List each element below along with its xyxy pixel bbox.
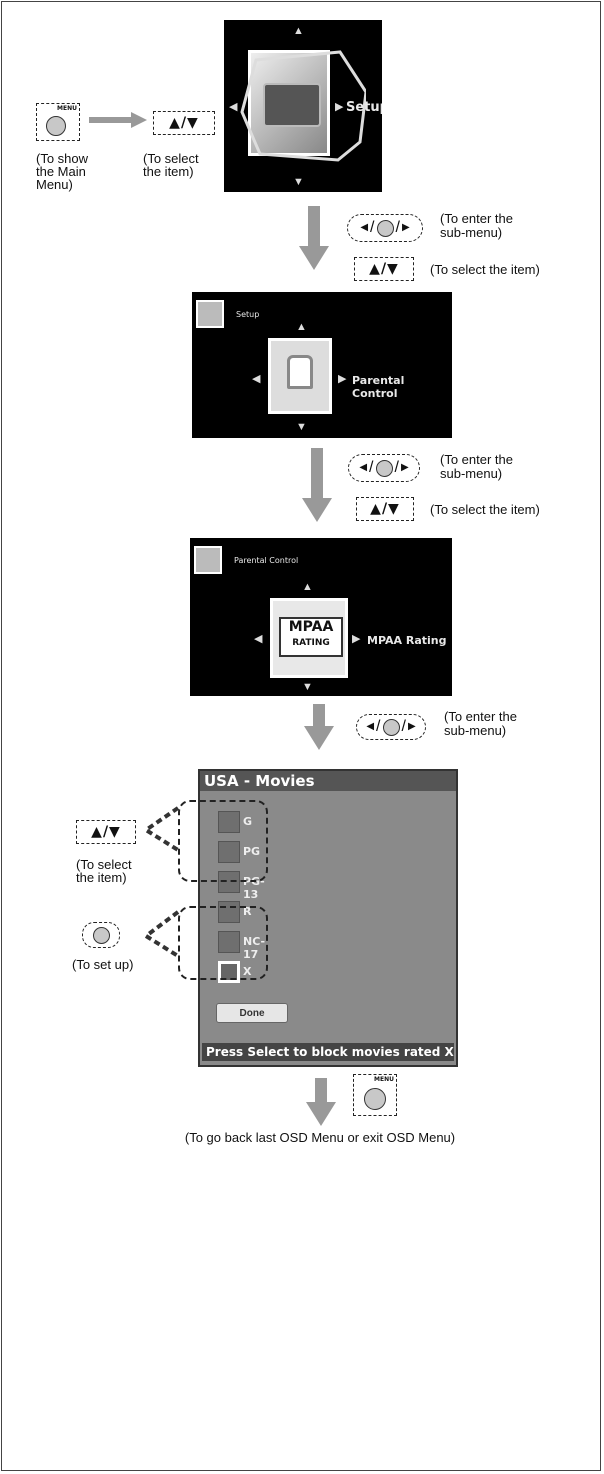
ratings-highlight-box — [178, 800, 268, 882]
osd-parental-control-label: Parental Control — [352, 374, 452, 400]
right-arrow-icon: ▶ — [338, 374, 346, 385]
mpaa-cube-icon: MPAA RATING — [270, 598, 348, 678]
caption-select-item: (To select the item) — [430, 503, 590, 517]
osd-main-menu-screenshot: ▲ ▼ ◀ ▶ Setup — [224, 20, 382, 192]
left-arrow-icon: ◀ — [366, 722, 374, 732]
lock-cube-icon — [268, 338, 332, 414]
down-arrow-icon: ▼ — [293, 177, 304, 188]
menu-button[interactable]: MENU — [36, 103, 80, 141]
enter-icon — [383, 719, 400, 736]
up-down-button[interactable]: ▲/▼ — [153, 111, 215, 135]
setup-small-icon — [196, 300, 224, 328]
right-arrow-icon — [89, 112, 149, 128]
osd-small-parental-label: Parental Control — [234, 556, 298, 565]
right-arrow-icon: ▶ — [352, 634, 360, 645]
enter-button[interactable] — [82, 922, 120, 948]
mpaa-text: MPAA — [281, 619, 341, 635]
panel-title: USA - Movies — [204, 772, 315, 790]
down-arrow-icon — [299, 206, 329, 272]
left-arrow-icon: ◀ — [360, 223, 368, 233]
down-arrow-icon: ▼ — [302, 682, 313, 693]
enter-icon — [377, 220, 394, 237]
up-arrow-icon: ▲ — [296, 322, 307, 333]
down-arrow-icon — [302, 448, 332, 524]
enter-button[interactable]: ◀ / / ▶ — [348, 454, 420, 482]
caption-enter-submenu: (To enter the sub-menu) — [440, 453, 580, 481]
right-arrow-icon: ▶ — [401, 463, 409, 473]
callout-lines — [130, 800, 190, 970]
slash-icon: / — [396, 220, 400, 236]
caption-select-item: (To select the item) — [76, 858, 166, 884]
down-arrow-icon — [304, 704, 334, 752]
rating-text: RATING — [281, 635, 341, 651]
right-arrow-icon: ▶ — [408, 722, 416, 732]
caption-select-item: (To select the item) — [430, 263, 590, 277]
slash-icon: / — [376, 719, 380, 735]
caption-show-main-menu: (To show the Main Menu) — [36, 152, 126, 191]
osd-setup-submenu-screenshot: Setup ▲ ▼ ◀ ▶ Parental Control — [192, 292, 452, 438]
menu-button[interactable]: MENU — [353, 1074, 397, 1116]
done-button[interactable]: Done — [216, 1003, 288, 1023]
enter-button[interactable]: ◀ / / ▶ — [356, 714, 426, 740]
right-arrow-icon: ▶ — [402, 223, 410, 233]
left-arrow-icon: ◀ — [252, 374, 260, 385]
slash-icon: / — [395, 460, 399, 476]
up-arrow-icon: ▲ — [293, 26, 304, 37]
down-arrow-icon — [306, 1078, 336, 1128]
slash-icon: / — [369, 460, 373, 476]
up-down-button[interactable]: ▲/▼ — [354, 257, 414, 281]
caption-enter-submenu: (To enter the sub-menu) — [440, 212, 580, 240]
enter-icon — [376, 460, 393, 477]
slash-icon: / — [402, 719, 406, 735]
up-down-button[interactable]: ▲/▼ — [76, 820, 136, 844]
caption-enter-submenu: (To enter the sub-menu) — [444, 710, 584, 738]
enter-icon — [93, 927, 110, 944]
left-arrow-icon: ◀ — [359, 463, 367, 473]
caption-select-item: (To select the item) — [143, 152, 233, 178]
x-rating-highlight-box — [178, 906, 268, 980]
enter-button[interactable]: ◀ / / ▶ — [347, 214, 423, 242]
slash-icon: / — [370, 220, 374, 236]
footer-caption: (To go back last OSD Menu or exit OSD Me… — [100, 1131, 540, 1144]
osd-setup-label: Setup — [346, 100, 382, 115]
menu-button-label: MENU — [57, 105, 77, 112]
menu-button-icon — [364, 1088, 386, 1110]
left-arrow-icon: ◀ — [229, 102, 237, 113]
up-down-button[interactable]: ▲/▼ — [356, 497, 414, 521]
osd-parental-submenu-screenshot: Parental Control ▲ ▼ ◀ ▶ MPAA RATING MPA… — [190, 538, 452, 696]
parental-small-icon — [194, 546, 222, 574]
osd-small-setup-label: Setup — [236, 310, 259, 319]
caption-set-up: (To set up) — [72, 958, 162, 971]
osd-mpaa-rating-label: MPAA Rating — [367, 634, 446, 647]
panel-status-bar: Press Select to block movies rated X — [202, 1043, 454, 1061]
menu-button-label: MENU — [374, 1076, 394, 1083]
up-arrow-icon: ▲ — [302, 582, 313, 593]
down-arrow-icon: ▼ — [296, 422, 307, 433]
left-arrow-icon: ◀ — [254, 634, 262, 645]
menu-button-icon — [46, 116, 66, 136]
